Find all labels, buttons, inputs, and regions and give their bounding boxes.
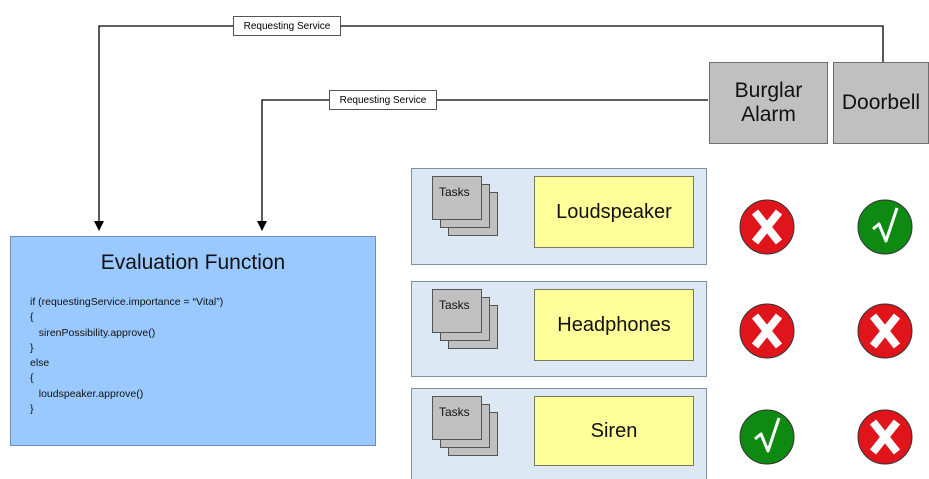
device-name-siren: Siren [534, 396, 694, 466]
tasks-label: Tasks [439, 185, 470, 199]
evaluation-code: if (requestingService.importance = “Vita… [30, 295, 223, 417]
code-line: } [30, 403, 34, 416]
task-sheet-front: Tasks [432, 289, 482, 333]
code-line: { [30, 311, 34, 324]
status-siren-doorbell [857, 409, 913, 465]
device-name-loudspeaker: Loudspeaker [534, 176, 694, 248]
doorbell-request-connector [94, 25, 884, 231]
status-headphones-doorbell [857, 303, 913, 359]
device-row-siren: Tasks Siren [411, 388, 707, 479]
tasks-label: Tasks [439, 298, 470, 312]
device-name-headphones: Headphones [534, 289, 694, 361]
cross-icon [751, 209, 783, 245]
status-loudspeaker-burglar-alarm [739, 199, 795, 255]
evaluation-function-box: Evaluation Function if (requestingServic… [10, 236, 376, 446]
code-line: { [30, 372, 34, 385]
status-siren-burglar-alarm [739, 409, 795, 465]
task-sheet-front: Tasks [432, 396, 482, 440]
status-loudspeaker-doorbell [857, 199, 913, 255]
check-icon [872, 207, 899, 243]
cross-icon [869, 419, 901, 455]
code-line: loudspeaker.approve() [30, 387, 144, 400]
tasks-label: Tasks [439, 405, 470, 419]
evaluation-function-title: Evaluation Function [100, 251, 286, 274]
device-row-loudspeaker: Tasks Loudspeaker [411, 168, 707, 265]
code-line: sirenPossibility.approve() [30, 326, 156, 339]
device-row-headphones: Tasks Headphones [411, 281, 707, 377]
code-line: } [30, 341, 34, 354]
cross-icon [751, 313, 783, 349]
requesting-service-label-middle: Requesting Service [329, 90, 437, 110]
code-line: else [30, 357, 50, 370]
service-doorbell: Doorbell [833, 62, 929, 144]
status-headphones-burglar-alarm [739, 303, 795, 359]
check-icon [754, 417, 781, 453]
task-sheet-front: Tasks [432, 176, 482, 220]
burglar-alarm-request-connector [257, 99, 708, 231]
requesting-service-label-top: Requesting Service [233, 16, 341, 36]
cross-icon [869, 313, 901, 349]
code-line: if (requestingService.importance = “Vita… [30, 296, 224, 308]
service-burglar-alarm: Burglar Alarm [709, 62, 828, 144]
